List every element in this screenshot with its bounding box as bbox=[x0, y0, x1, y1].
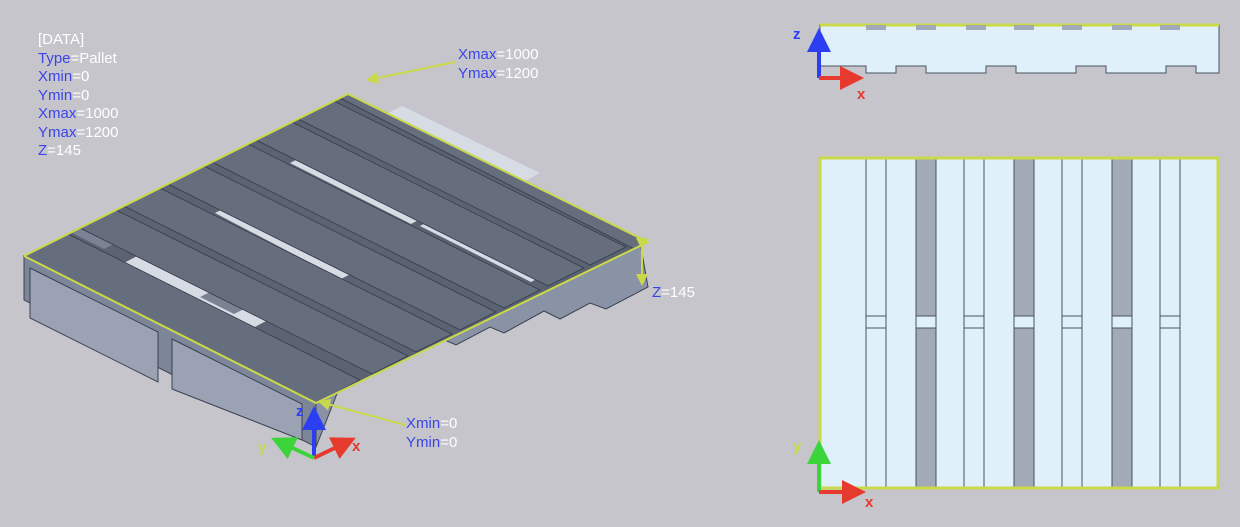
info-type: Type=Pallet bbox=[38, 49, 117, 67]
callout-z: Z=145 bbox=[652, 284, 695, 301]
pallet-left-opening-1 bbox=[29, 267, 159, 383]
top-x-label: x bbox=[865, 494, 874, 511]
deck-boards bbox=[22, 93, 650, 404]
callout-max: Xmax=1000 Ymax=1200 bbox=[458, 46, 539, 82]
iso-z-label: z bbox=[296, 403, 304, 420]
deck-outline bbox=[23, 92, 651, 405]
info-header: [DATA] bbox=[38, 31, 85, 48]
iso-y-axis bbox=[271, 437, 315, 460]
callout-origin: Xmin=0 Ymin=0 bbox=[406, 415, 458, 451]
side-view bbox=[807, 23, 1220, 90]
info-z: Z=145 bbox=[38, 142, 81, 159]
side-z-label: z bbox=[793, 26, 801, 43]
leader-xmax bbox=[366, 61, 456, 84]
top-y-label: y bbox=[793, 438, 802, 455]
leader-origin bbox=[318, 398, 406, 426]
info-block: [DATA] Type=Pallet Xmin=0 Ymin=0 Xmax=10… bbox=[38, 31, 118, 161]
info-ymin: Ymin=0 bbox=[38, 86, 90, 104]
side-x-label: x bbox=[857, 86, 866, 103]
iso-y-label: y bbox=[258, 439, 267, 456]
iso-x-label: x bbox=[352, 438, 361, 455]
top-view bbox=[807, 156, 1220, 504]
info-ymax: Ymax=1200 bbox=[38, 123, 119, 141]
pallet-left-opening-2 bbox=[171, 338, 303, 441]
iso-x-axis bbox=[313, 437, 356, 460]
isometric-pallet bbox=[22, 61, 651, 460]
info-xmin: Xmin=0 bbox=[38, 68, 90, 85]
info-xmax: Xmax=1000 bbox=[38, 105, 119, 122]
